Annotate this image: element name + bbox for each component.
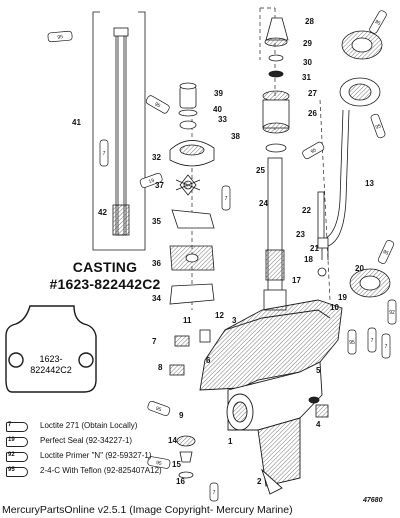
legend-code: 7 <box>8 422 12 428</box>
callout-38: 38 <box>231 132 240 141</box>
sealant-tube-icon: 19 <box>6 437 28 447</box>
sealant-code-label: 92 <box>389 310 395 316</box>
casting-stamp-line1: 1623- <box>39 354 62 364</box>
casting-caption: CASTING #1623-822442C2 <box>40 259 170 293</box>
sealant-code-label: 95 <box>349 340 355 346</box>
sealant-tube-icon: 92 <box>6 452 28 462</box>
callout-35: 35 <box>152 217 161 226</box>
callout-21: 21 <box>310 244 319 253</box>
callout-32: 32 <box>152 153 161 162</box>
sealant-code-label: 7 <box>225 196 228 202</box>
sealant-code-label: 95 <box>375 123 382 131</box>
callout-7: 7 <box>152 337 157 346</box>
legend-item: 7 Loctite 271 (Obtain Locally) <box>6 419 226 434</box>
bearing-seal-stack <box>262 17 290 153</box>
casting-number: #1623-822442C2 <box>49 276 161 292</box>
legend-code: 19 <box>8 437 15 443</box>
sealant-code-label: 7 <box>371 338 374 344</box>
sealant-code-label: 7 <box>103 151 106 157</box>
callout-29: 29 <box>303 39 312 48</box>
legend-item: 95 2-4-C With Teflon (92-825407A12) <box>6 464 226 479</box>
callout-18: 18 <box>304 255 313 264</box>
gear-housing <box>199 299 343 495</box>
sealant-code-label: 95 <box>374 19 382 27</box>
sealant-legend: 7 Loctite 271 (Obtain Locally) 19 Perfec… <box>6 419 226 479</box>
callout-12: 12 <box>215 311 224 320</box>
sealant-code-label: 95 <box>382 249 390 257</box>
sealant-tube-icon: 95 <box>6 467 28 477</box>
sealant-code-label: 95 <box>155 406 162 414</box>
bearing-cups <box>339 30 391 298</box>
callout-1: 1 <box>228 437 233 446</box>
legend-text: Perfect Seal (92-34227-1) <box>40 436 133 445</box>
callout-labels: 1 2 3 4 5 6 7 8 9 10 11 12 13 14 15 16 1… <box>72 17 374 486</box>
callout-42: 42 <box>98 208 107 217</box>
callout-25: 25 <box>256 166 265 175</box>
callout-17: 17 <box>292 276 301 285</box>
callout-31: 31 <box>302 73 311 82</box>
sealant-tube-icon: 7 <box>6 422 28 432</box>
callout-13: 13 <box>365 179 374 188</box>
casting-title: CASTING <box>72 259 138 275</box>
legend-text: Loctite 271 (Obtain Locally) <box>40 421 138 430</box>
callout-8: 8 <box>158 363 163 372</box>
sealant-code-label: 95 <box>153 101 161 109</box>
callout-40: 40 <box>213 105 222 114</box>
legend-code: 95 <box>8 467 15 473</box>
callout-10: 10 <box>330 303 339 312</box>
legend-code: 92 <box>8 452 15 458</box>
legend-text: 2-4-C With Teflon (92-825407A12) <box>40 466 162 475</box>
callout-14: 14 <box>168 436 177 445</box>
callout-27: 27 <box>308 89 317 98</box>
callout-15: 15 <box>172 460 181 469</box>
callout-39: 39 <box>214 89 223 98</box>
callout-41: 41 <box>72 118 81 127</box>
callout-16: 16 <box>176 477 185 486</box>
legend-item: 19 Perfect Seal (92-34227-1) <box>6 434 226 449</box>
callout-37: 37 <box>155 181 164 190</box>
sealant-code-label: 95 <box>310 147 318 155</box>
callout-2: 2 <box>257 477 262 486</box>
legend-item: 92 Loctite Primer "N" (92-59327-1) <box>6 449 226 464</box>
casting-stamp-outline <box>5 305 97 393</box>
callout-5: 5 <box>316 366 321 375</box>
drive-shaft <box>263 157 287 311</box>
sealant-code-label: 7 <box>213 490 216 496</box>
document-number: 47680 <box>363 497 383 504</box>
sealant-code-label: 19 <box>148 178 155 186</box>
callout-33: 33 <box>218 115 227 124</box>
driveshaft-assembly <box>92 11 146 251</box>
callout-11: 11 <box>183 316 192 325</box>
sealant-code-label: 95 <box>57 34 63 40</box>
shift-rod <box>317 109 350 260</box>
callout-34: 34 <box>152 294 161 303</box>
sealant-code-label: 95 <box>155 460 162 467</box>
callout-24: 24 <box>259 199 268 208</box>
callout-36: 36 <box>152 259 161 268</box>
callout-28: 28 <box>305 17 314 26</box>
callout-4: 4 <box>316 420 321 429</box>
callout-23: 23 <box>296 230 305 239</box>
callout-20: 20 <box>355 264 364 273</box>
callout-30: 30 <box>303 58 312 67</box>
gear-hardware <box>169 237 329 479</box>
callout-9: 9 <box>179 411 184 420</box>
casting-stamp-line2: 822442C2 <box>30 365 72 375</box>
water-pump-parts <box>169 82 215 305</box>
callout-6: 6 <box>206 356 211 365</box>
callout-22: 22 <box>302 206 311 215</box>
legend-text: Loctite Primer "N" (92-59327-1) <box>40 451 152 460</box>
callout-26: 26 <box>308 109 317 118</box>
copyright-footer: MercuryPartsOnline v2.5.1 (Image Copyrig… <box>2 504 293 516</box>
sealant-code-label: 7 <box>385 344 388 350</box>
callout-3: 3 <box>232 316 237 325</box>
callout-19: 19 <box>338 293 347 302</box>
